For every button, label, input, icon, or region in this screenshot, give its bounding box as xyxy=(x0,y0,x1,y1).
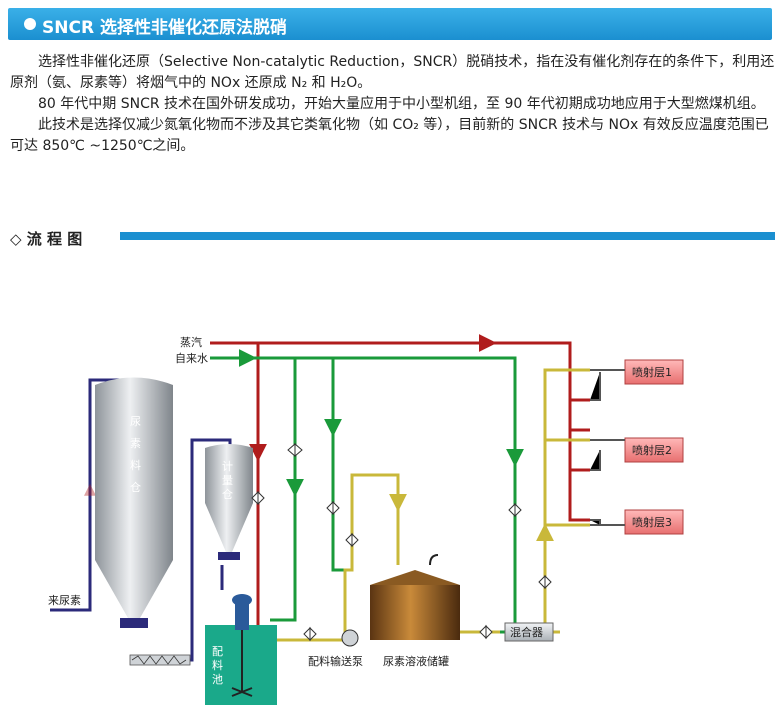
intro-paragraph-2: 80 年代中期 SNCR 技术在国外研发成功，开始大量应用于中小型机组，至 90… xyxy=(38,96,765,112)
urea-silo-label: 尿素料仓 xyxy=(130,415,141,494)
svg-text:配料池: 配料池 xyxy=(212,645,223,686)
mixer xyxy=(504,622,554,642)
intro-text: 选择性非催化还原（Selective Non-catalytic Reducti… xyxy=(10,52,775,157)
layer-2-label: 喷射层2 xyxy=(632,443,672,457)
valves xyxy=(251,442,552,642)
tap-water-label: 自来水 xyxy=(175,352,208,365)
injection-layer-2 xyxy=(624,437,684,463)
layer-3-label: 喷射层3 xyxy=(632,515,672,529)
flow-diagram: 尿素料仓 计量仓 配料池 xyxy=(48,334,684,705)
injection-layer-3 xyxy=(624,509,684,535)
steam-label: 蒸汽 xyxy=(180,335,202,349)
metering-bin: 计量仓 xyxy=(205,444,253,560)
intro-paragraph-1: 选择性非催化还原（Selective Non-catalytic Reducti… xyxy=(10,54,775,91)
section-divider xyxy=(120,232,775,240)
transfer-pump-label: 配料输送泵 xyxy=(308,654,363,668)
layer-1-label: 喷射层1 xyxy=(632,365,672,379)
section-title: ◇ 流 程 图 xyxy=(10,230,83,248)
screw-conveyor xyxy=(129,654,191,666)
mixer-label: 混合器 xyxy=(510,625,543,639)
header-bar: SNCR 选择性非催化还原法脱硝 xyxy=(8,8,772,40)
urea-silo: 尿素料仓 xyxy=(95,377,173,628)
mixing-tank: 配料池 xyxy=(205,594,277,705)
layer-feed-lines xyxy=(590,369,625,526)
transfer-pump xyxy=(341,629,359,647)
storage-tank-label: 尿素溶液储罐 xyxy=(383,654,449,668)
svg-text:计量仓: 计量仓 xyxy=(222,460,233,501)
bullet-icon xyxy=(24,18,36,30)
incoming-urea-label: 来尿素 xyxy=(48,594,81,607)
injection-layer-1 xyxy=(624,359,684,385)
intro-paragraph-3: 此技术是选择仅减少氮氧化物而不涉及其它类氧化物（如 CO₂ 等），目前新的 SN… xyxy=(10,117,769,154)
urea-solution-storage-tank xyxy=(370,554,460,640)
page-title: SNCR 选择性非催化还原法脱硝 xyxy=(42,18,287,38)
